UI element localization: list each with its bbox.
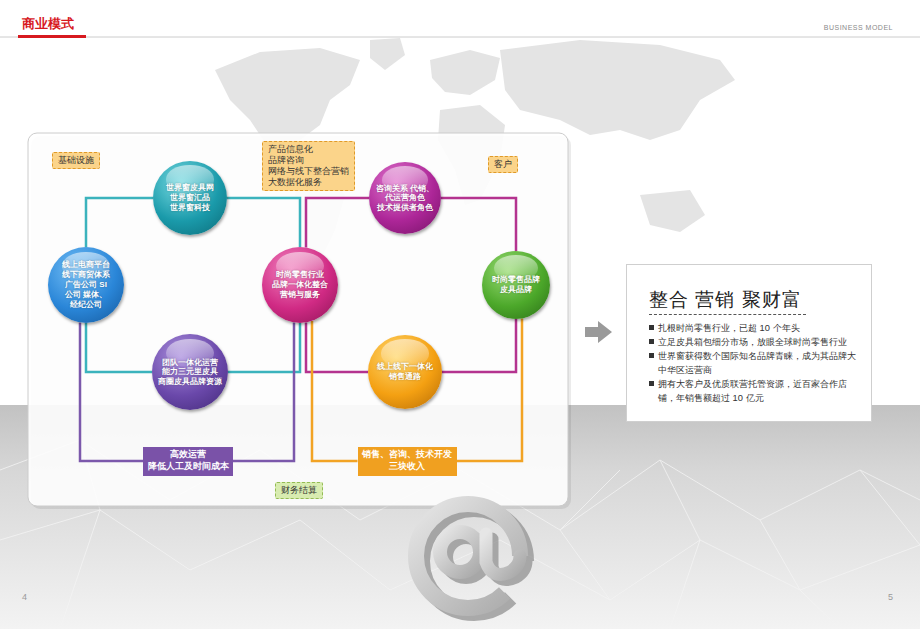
at-tail: [486, 534, 520, 574]
summary-panel: 整合 营销 聚财富扎根时尚零售行业，已超 10 个年头立足皮具箱包细分市场，放眼…: [626, 264, 872, 422]
header-rule: [0, 37, 920, 38]
dashed-tag: 客户: [488, 156, 518, 173]
tag-label: 基础设施: [58, 155, 94, 166]
connector-line: [86, 198, 153, 247]
circle-label: 世界窗皮具网 世界窗汇品 世界窗科技: [164, 183, 216, 213]
mesh-line: [860, 470, 920, 545]
bullet-item: 拥有大客户及优质联营托管资源，近百家合作店铺，年销售额超过 10 亿元: [649, 377, 863, 405]
page-number: 4: [22, 592, 27, 602]
connector-line: [233, 323, 294, 462]
panel-heading: 整合 营销 聚财富: [649, 289, 806, 315]
service-circle: 时尚零售行业 品牌一体化整合 营销与服务: [262, 247, 338, 323]
at-ring: [440, 532, 480, 572]
connector-line: [441, 198, 516, 251]
circle-label: 线上电商平台 线下商贸体系 广告公司 SI 公司 媒体、经纪公司: [57, 260, 115, 310]
at-ring: [416, 504, 520, 608]
map-shape: [430, 50, 500, 95]
diagram-panel: [28, 133, 568, 506]
service-circle: 世界窗皮具网 世界窗汇品 世界窗科技: [153, 161, 227, 235]
connector-line: [312, 321, 358, 461]
circle-label: 时尚零售行业 品牌一体化整合 营销与服务: [271, 270, 329, 300]
at-sign: [416, 504, 520, 608]
service-circle: 团队一体化运营 能力三元里皮具 商圈皮具品牌资源: [152, 334, 228, 410]
mesh-line: [660, 460, 700, 629]
connector-line: [306, 198, 369, 248]
circle-label: 咨询关系 代销、代运营角色 技术提供者角色: [374, 184, 436, 212]
section-subtitle: BUSINESS MODEL: [824, 24, 893, 31]
box-label: 销售、咨询、技术开发 三块收入: [362, 449, 453, 472]
map-shape: [370, 38, 405, 70]
tag-label: 客户: [494, 159, 512, 170]
service-circle: 时尚零售品牌 皮具品牌: [482, 251, 550, 319]
connector-line: [80, 323, 143, 462]
connector-line: [86, 323, 152, 372]
page-title: 商业模式: [22, 15, 74, 33]
dashed-tag: 产品信息化 品牌咨询 网络与线下整合营销 大数据化服务: [262, 141, 355, 191]
connector-line: [228, 323, 300, 372]
tag-label: 产品信息化 品牌咨询 网络与线下整合营销 大数据化服务: [268, 144, 349, 188]
bullet-item: 扎根时尚零售行业，已超 10 个年头: [649, 321, 863, 335]
tag-label: 财务结算: [281, 485, 317, 496]
mesh-line: [0, 510, 920, 600]
connector-line: [442, 319, 516, 372]
page-number: 5: [888, 592, 893, 602]
map-shape: [640, 190, 705, 232]
dashed-tag: 财务结算: [275, 482, 323, 499]
mesh-line: [760, 520, 840, 629]
circle-label: 时尚零售品牌 皮具品牌: [491, 275, 541, 295]
service-circle: 咨询关系 代销、代运营角色 技术提供者角色: [369, 162, 441, 234]
header-accent: [18, 35, 86, 38]
connector-line: [306, 323, 368, 373]
result-box: 销售、咨询、技术开发 三块收入: [358, 447, 457, 476]
circle-label: 团队一体化运营 能力三元里皮具 商圈皮具品牌资源: [158, 358, 222, 386]
bullet-item: 立足皮具箱包细分市场，放眼全球时尚零售行业: [649, 335, 863, 349]
connector-line: [227, 198, 300, 247]
at-sign-illustration: [416, 504, 526, 613]
service-circle: 线上电商平台 线下商贸体系 广告公司 SI 公司 媒体、经纪公司: [48, 247, 124, 323]
map-shape: [500, 40, 735, 140]
circle-label: 线上线下一体化 销售通路: [376, 362, 434, 382]
bullet-item: 世界窗获得数个国际知名品牌青睐，成为其品牌大中华区运营商: [649, 349, 863, 377]
result-box: 高效运营 降低人工及时间成本: [143, 447, 233, 476]
dashed-tag: 基础设施: [52, 152, 100, 169]
box-label: 高效运营 降低人工及时间成本: [147, 449, 229, 472]
service-circle: 线上线下一体化 销售通路: [368, 335, 442, 409]
pointer-arrow: [585, 321, 612, 343]
connector-line: [457, 319, 523, 462]
